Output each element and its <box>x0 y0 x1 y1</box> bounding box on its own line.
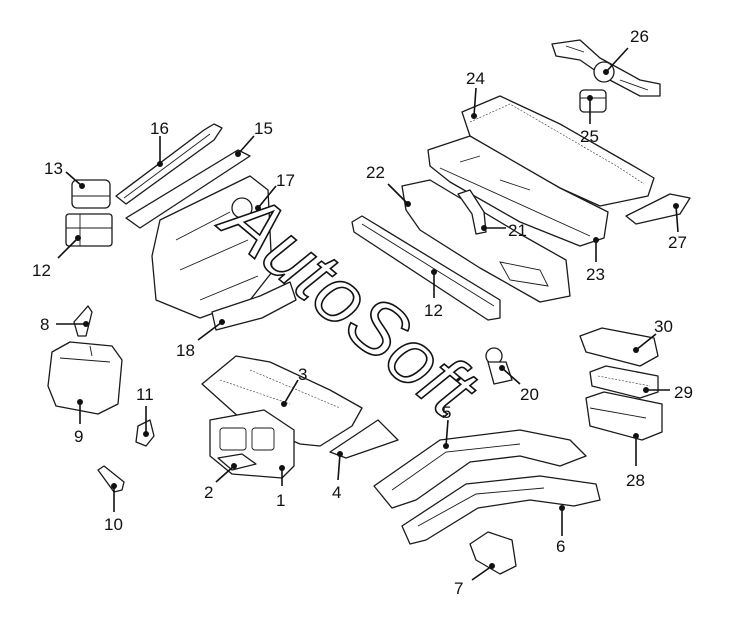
callout-6: 6 <box>556 537 565 556</box>
callout-10: 10 <box>104 515 123 534</box>
callout-2: 2 <box>204 483 213 502</box>
part-26-wiper-linkage <box>551 39 661 97</box>
part-7-bracket <box>469 531 517 575</box>
callout-18: 18 <box>176 341 195 360</box>
callout-7: 7 <box>454 579 463 598</box>
part-12-cross-member <box>351 215 501 321</box>
callout-1: 1 <box>276 491 285 510</box>
part-15-rail <box>125 149 251 229</box>
callout-12-mid: 12 <box>424 301 443 320</box>
callout-15: 15 <box>254 119 273 138</box>
callout-26: 26 <box>630 27 649 46</box>
callout-25: 25 <box>580 127 599 146</box>
part-8-clip <box>73 305 93 337</box>
callout-16: 16 <box>150 119 169 138</box>
callout-21: 21 <box>508 221 527 240</box>
part-22-bulkhead-lower <box>401 179 571 303</box>
callout-labels: 1 2 3 4 5 6 7 8 9 10 11 12 12 13 15 16 1… <box>32 27 693 598</box>
callout-11: 11 <box>136 385 154 404</box>
part-30-cover <box>579 327 659 367</box>
callout-30: 30 <box>654 317 673 336</box>
part-10-plug <box>97 465 125 493</box>
part-13-mount <box>71 179 111 209</box>
callout-9: 9 <box>74 427 83 446</box>
callout-17: 17 <box>276 171 295 190</box>
part-20-clamp <box>485 347 513 385</box>
callout-22: 22 <box>366 163 385 182</box>
part-12-mount <box>65 213 113 247</box>
callout-4: 4 <box>332 483 341 502</box>
part-23-bulkhead-upper <box>427 135 609 247</box>
part-28-tray <box>585 391 663 441</box>
callout-12-left: 12 <box>32 261 51 280</box>
part-6-side-rail <box>401 475 601 545</box>
part-9-reservoir <box>47 341 123 415</box>
callout-28: 28 <box>626 471 645 490</box>
part-2-filter <box>217 453 257 471</box>
part-16-rail <box>115 123 223 205</box>
callout-13: 13 <box>44 159 63 178</box>
part-25-wiper-motor <box>579 89 607 113</box>
callout-5: 5 <box>442 403 451 422</box>
callout-3: 3 <box>298 365 307 384</box>
callout-20: 20 <box>520 385 539 404</box>
part-18-apron <box>211 281 297 331</box>
part-29-grille <box>589 365 659 399</box>
part-5-side-rail <box>373 429 587 509</box>
callout-27: 27 <box>668 233 687 252</box>
part-27-bracket <box>625 193 691 225</box>
callout-23: 23 <box>586 265 605 284</box>
callout-8: 8 <box>40 315 49 334</box>
callout-29: 29 <box>674 383 693 402</box>
leader-lines <box>56 47 679 581</box>
callout-24: 24 <box>466 69 485 88</box>
